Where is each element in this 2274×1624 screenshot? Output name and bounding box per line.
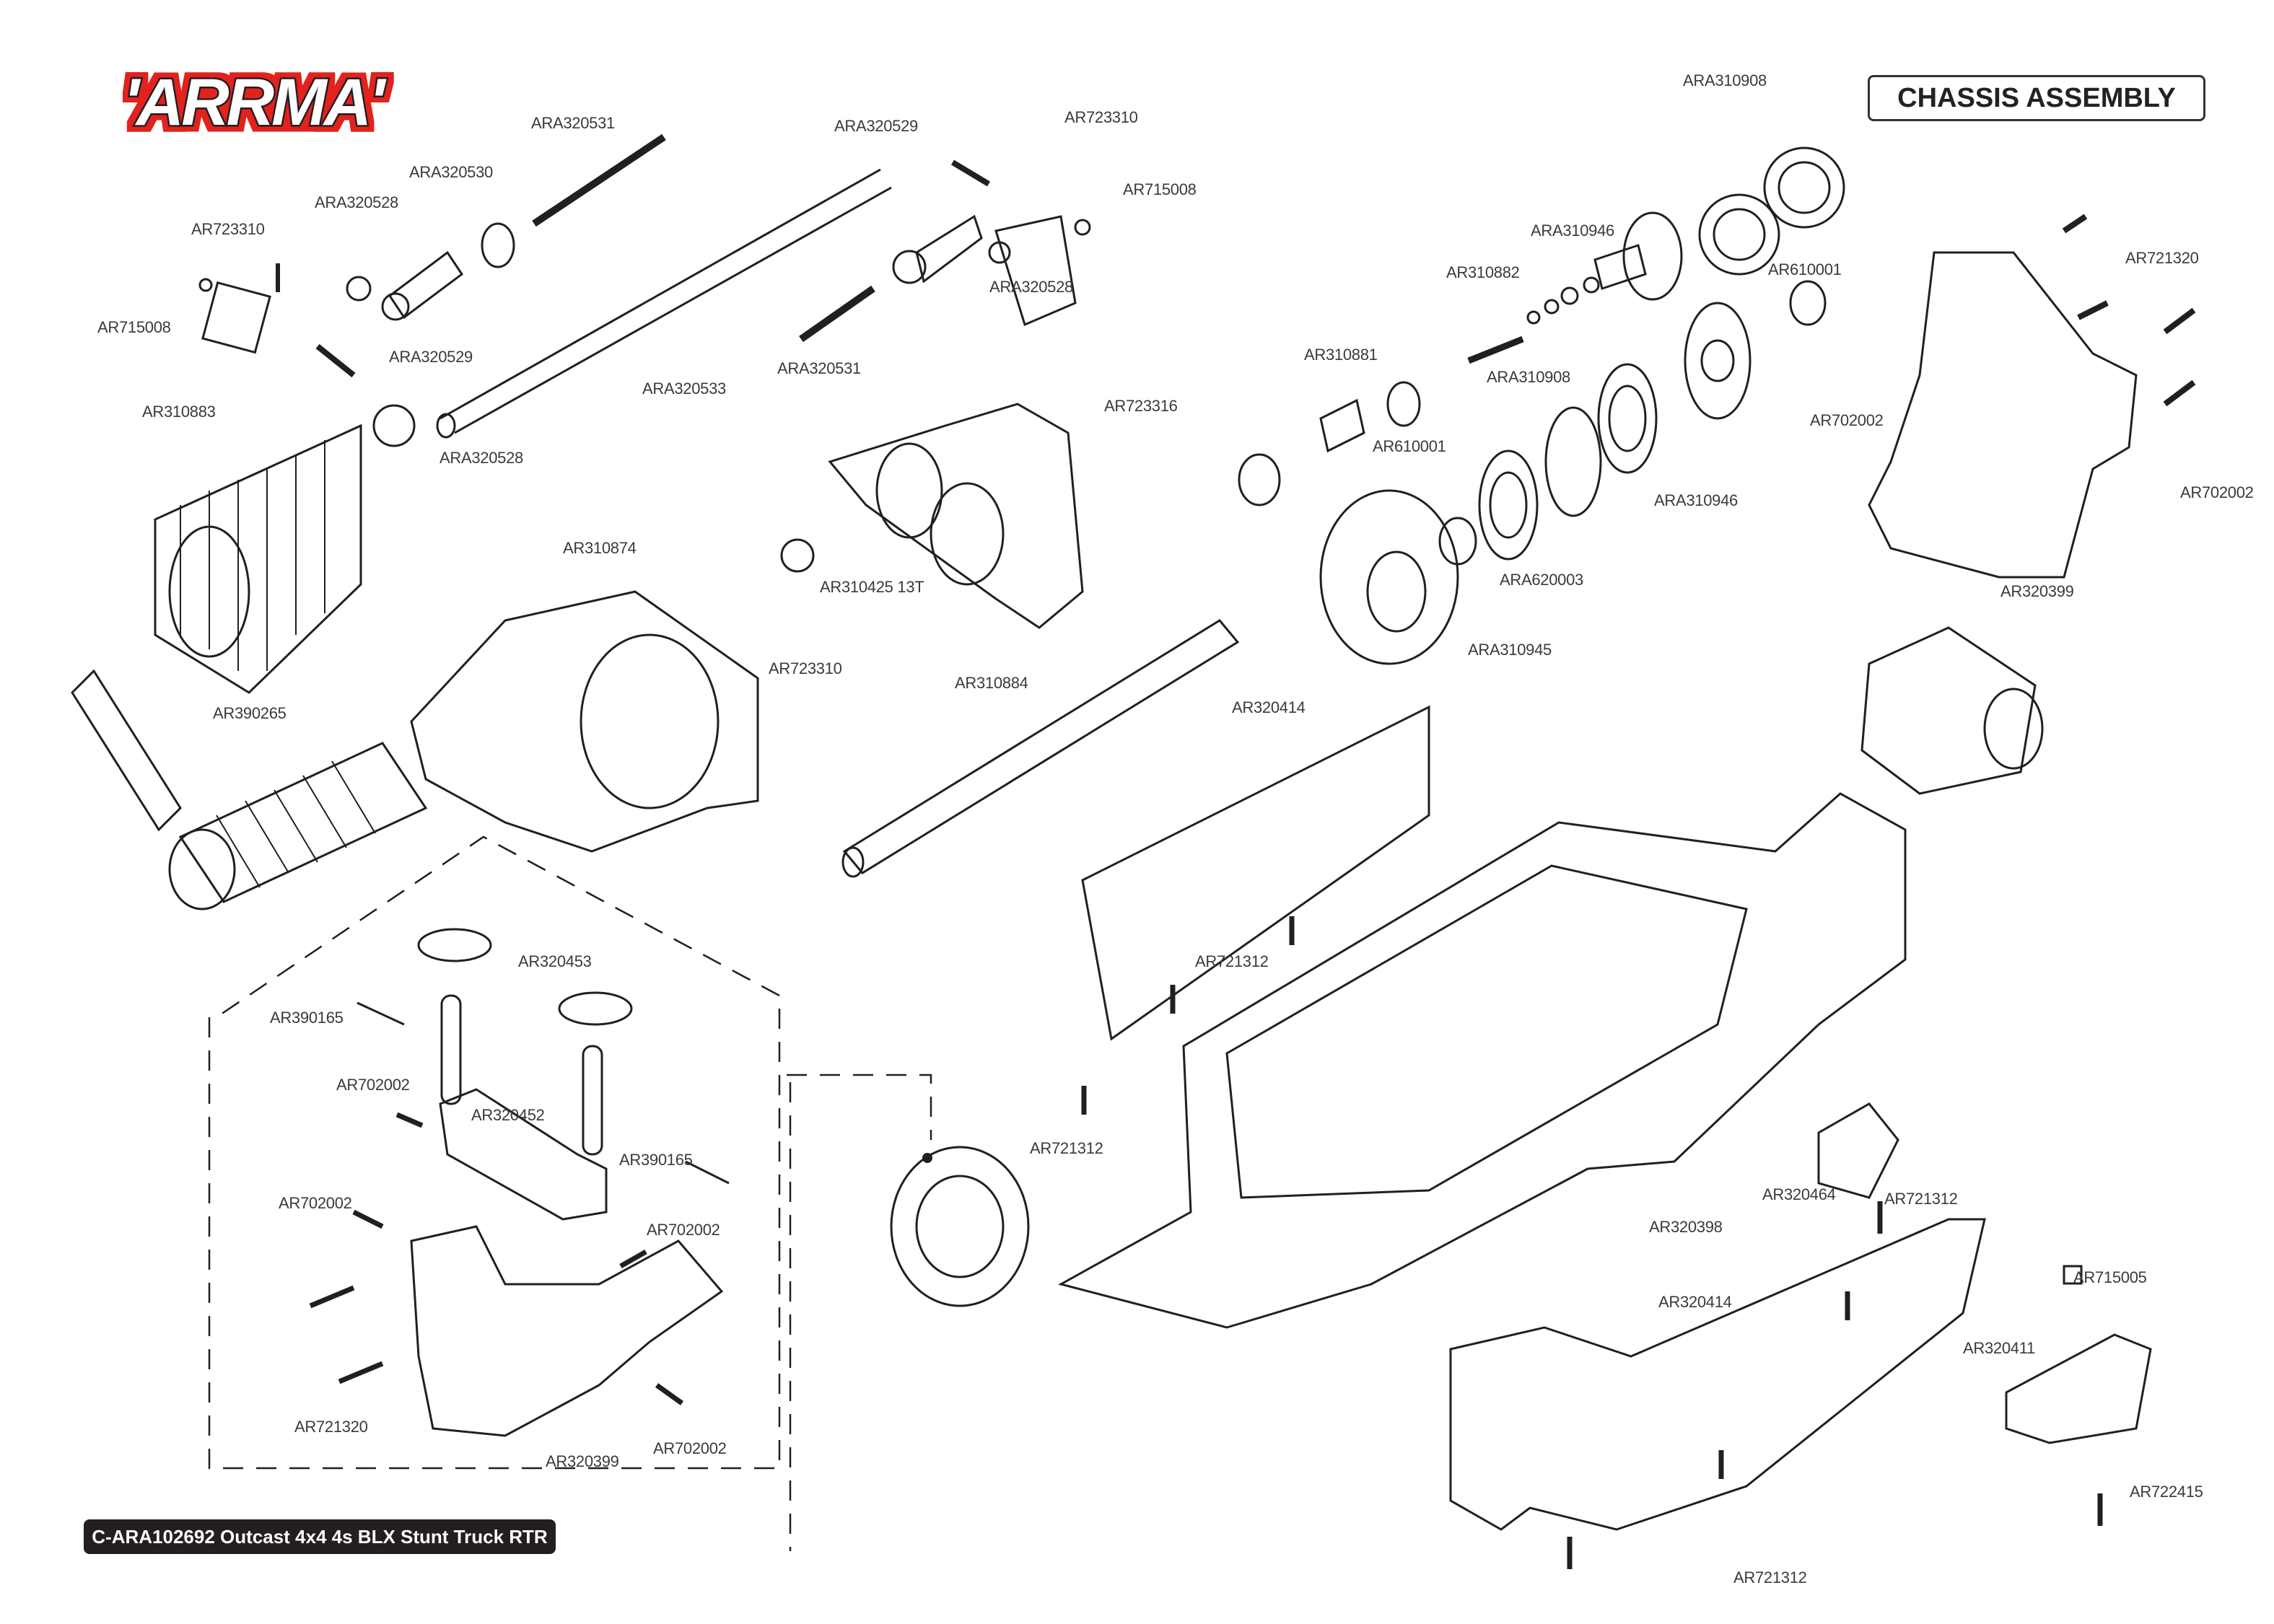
part-label: AR702002 [336, 1076, 410, 1094]
part-label: ARA320528 [315, 193, 398, 211]
part-label: AR320414 [1232, 698, 1306, 716]
part-label: ARA320528 [440, 449, 523, 467]
part-label: AR610001 [1768, 260, 1842, 278]
motor-heatsink [154, 423, 362, 694]
part-label: AR723316 [1104, 397, 1178, 415]
part-label: AR702002 [653, 1439, 727, 1457]
part-label: AR702002 [2180, 483, 2254, 501]
part-label: ARA310946 [1531, 221, 1614, 240]
part-label: AR390265 [213, 704, 287, 722]
servo-saver-parts [198, 214, 1091, 447]
part-label: AR702002 [279, 1194, 352, 1212]
part-label: AR702002 [1810, 411, 1884, 429]
model-footer-badge: C-ARA102692 Outcast 4x4 4s BLX Stunt Tru… [84, 1519, 556, 1554]
part-label: AR310883 [142, 403, 216, 421]
part-label: AR721312 [1884, 1190, 1958, 1208]
part-label: AR721320 [294, 1418, 368, 1436]
part-label: AR723310 [769, 659, 842, 677]
part-label: AR715008 [1123, 180, 1197, 198]
part-label: AR320414 [1658, 1293, 1732, 1311]
threaded-rod [532, 133, 666, 227]
part-label: AR723310 [1064, 108, 1138, 126]
section-title: CHASSIS ASSEMBLY [1868, 75, 2205, 121]
reference-dot [922, 1153, 932, 1163]
arrma-logo: 'ARRMA' [121, 69, 391, 141]
part-label: AR390165 [619, 1151, 693, 1169]
part-label: AR310874 [563, 539, 637, 557]
center-driveshaft [436, 168, 892, 439]
part-label: AR320398 [1649, 1218, 1723, 1236]
body-mount-parts [309, 928, 730, 1437]
part-label: AR310425 13T [820, 578, 924, 596]
part-label: ARA310946 [1654, 491, 1738, 509]
part-label: ARA620003 [1500, 571, 1583, 589]
pins [315, 159, 991, 378]
part-label: AR610001 [1373, 437, 1446, 455]
part-label: AR310882 [1446, 263, 1520, 281]
part-label: ARA320528 [989, 278, 1073, 296]
part-label: ARA320529 [834, 117, 918, 135]
part-label: AR721312 [1195, 952, 1269, 970]
part-label: AR721320 [2125, 249, 2199, 267]
main-driveshaft [841, 619, 1240, 878]
part-label: ARA320531 [777, 359, 861, 377]
side-guard-and-bumper [1449, 1102, 2152, 1531]
part-label: AR702002 [647, 1221, 720, 1239]
inset-dashed-frame [208, 835, 932, 1551]
differential-assemblies [890, 626, 2044, 1307]
part-label: AR715008 [97, 318, 171, 336]
part-label: ARA310908 [1487, 368, 1570, 386]
slipper-clutch-parts [1238, 146, 1845, 665]
part-label: AR310881 [1304, 346, 1378, 364]
part-label: AR320453 [518, 952, 592, 970]
part-label: AR320452 [471, 1106, 545, 1124]
part-label: AR723310 [191, 220, 265, 238]
part-label: ARA320531 [531, 114, 615, 132]
part-label: AR390165 [270, 1009, 344, 1027]
part-label: AR721312 [1733, 1568, 1807, 1586]
front-bulkhead [1868, 214, 2196, 579]
part-label: ARA310908 [1683, 71, 1767, 89]
motor-mount-and-gear-cover [410, 403, 1084, 853]
part-label: ARA310945 [1468, 641, 1552, 659]
part-label: ARA320529 [389, 348, 473, 366]
part-label: AR310884 [955, 674, 1028, 692]
part-label: ARA320530 [409, 163, 493, 181]
chassis-tub [1057, 705, 1907, 1329]
brushless-motor [71, 669, 428, 910]
part-label: AR320464 [1762, 1185, 1836, 1203]
part-label: AR715005 [2073, 1268, 2147, 1286]
part-label: ARA320533 [642, 379, 726, 398]
svg-text:'ARRMA': 'ARRMA' [123, 69, 387, 139]
part-label: AR320399 [546, 1452, 619, 1470]
screws [1081, 916, 2103, 1569]
part-label: AR320399 [2000, 582, 2074, 600]
part-label: AR721312 [1030, 1139, 1103, 1157]
part-label: AR722415 [2130, 1483, 2203, 1501]
part-label: AR320411 [1963, 1339, 2035, 1357]
